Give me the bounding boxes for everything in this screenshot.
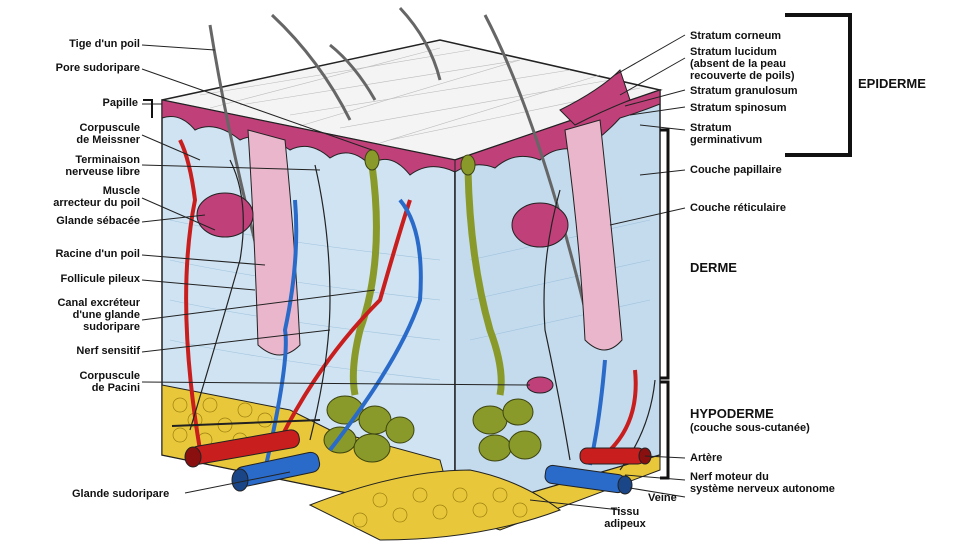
- label-glande-sudoripare: Glande sudoripare: [72, 488, 169, 500]
- label-tige-poil: Tige d'un poil: [69, 38, 140, 50]
- label-artere: Artère: [690, 452, 722, 464]
- label-racine-poil: Racine d'un poil: [55, 248, 140, 260]
- label-papille: Papille: [103, 97, 138, 109]
- sebaceous-gland-left: [197, 193, 253, 237]
- bracket-papille: [143, 100, 152, 118]
- label-tissu-adipeux: Tissu adipeux: [600, 506, 650, 530]
- label-stratum-lucidum: Stratum lucidum (absent de la peau recou…: [690, 46, 795, 82]
- artery-trunk-right: [580, 448, 651, 464]
- label-muscle-arrecteur: Muscle arrecteur du poil: [53, 185, 140, 209]
- label-stratum-corneum: Stratum corneum: [690, 30, 781, 42]
- label-stratum-granulosum: Stratum granulosum: [690, 85, 798, 97]
- label-couche-papillaire: Couche papillaire: [690, 164, 782, 176]
- label-corpuscule-meissner: Corpuscule de Meissner: [76, 122, 140, 146]
- pacini-corpuscle: [527, 377, 553, 393]
- region-epiderme: EPIDERME: [858, 78, 926, 90]
- label-nerf-moteur: Nerf moteur du système nerveux autonome: [690, 471, 835, 495]
- label-terminaison-nerveuse: Terminaison nerveuse libre: [65, 154, 140, 178]
- sweat-pore-left: [365, 150, 379, 170]
- sebaceous-gland-right: [512, 203, 568, 247]
- label-stratum-spinosum: Stratum spinosum: [690, 102, 787, 114]
- bracket-hypoderme: [660, 382, 668, 478]
- label-stratum-germinativum: Stratum germinativum: [690, 122, 762, 146]
- label-pore-sudoripare: Pore sudoripare: [56, 62, 140, 74]
- label-glande-sebacee: Glande sébacée: [56, 215, 140, 227]
- region-hypoderme-sub: (couche sous-cutanée): [690, 422, 810, 434]
- label-follicule-pileux: Follicule pileux: [61, 273, 140, 285]
- bracket-derme: [660, 130, 668, 378]
- label-corpuscule-pacini: Corpuscule de Pacini: [79, 370, 140, 394]
- label-canal-excreteur: Canal excréteur d'une glande sudoripare: [57, 297, 140, 333]
- region-hypoderme: HYPODERME: [690, 408, 774, 420]
- region-derme: DERME: [690, 262, 737, 274]
- label-nerf-sensitif: Nerf sensitif: [76, 345, 140, 357]
- label-couche-reticulaire: Couche réticulaire: [690, 202, 786, 214]
- sweat-pore-right: [461, 155, 475, 175]
- label-veine: Veine: [648, 492, 677, 504]
